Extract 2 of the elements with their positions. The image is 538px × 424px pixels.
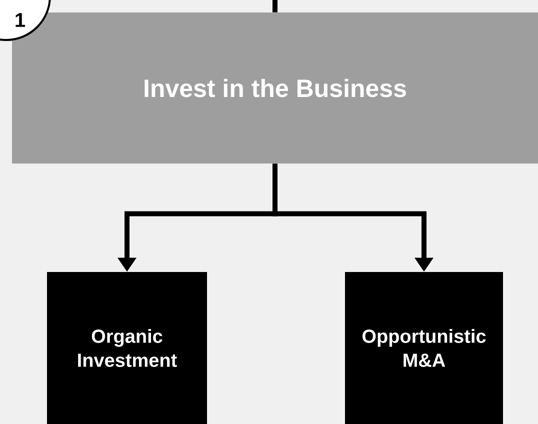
option-box: Organic Investment (47, 272, 207, 424)
option-box: Opportunistic M&A (345, 272, 503, 424)
